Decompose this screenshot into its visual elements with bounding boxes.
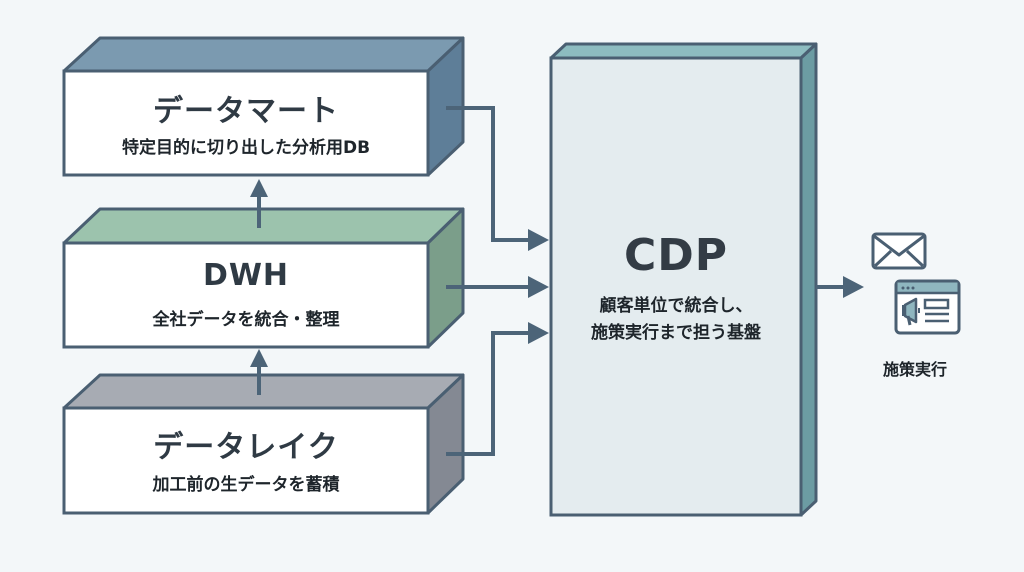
dwh-top-face (62, 207, 465, 245)
cdp-box (549, 42, 818, 517)
arrow-cdp-to-action (816, 276, 864, 298)
data-mart-box (62, 36, 465, 177)
data-mart-subtitle: 特定目的に切り出した分析用DB (121, 138, 371, 158)
dwh-title: DWH (202, 258, 290, 293)
connector-mart-to-cdp (446, 106, 549, 251)
data-mart-front-face (62, 69, 430, 177)
cdp-top-face (549, 42, 818, 60)
cdp-front-face (549, 56, 803, 517)
data-lake-subtitle: 加工前の生データを蓄積 (152, 475, 340, 495)
data-mart-title: データマート (153, 94, 339, 129)
arrow-dwh-to-mart (250, 179, 268, 228)
data-lake-front-face (62, 406, 430, 515)
cdp-side-face (799, 42, 818, 517)
dwh-front-face (62, 241, 430, 349)
cdp-description-line-2: 施策実行まで担う基盤 (591, 323, 761, 343)
action-label: 施策実行 (882, 360, 947, 379)
arrow-lake-to-dwh (250, 349, 268, 395)
data-lake-top-face (62, 373, 465, 410)
cdp-description-line-1: 顧客単位で統合し、 (599, 296, 753, 316)
data-lake-title: データレイク (153, 430, 339, 465)
dwh-subtitle: 全社データを統合・整理 (152, 310, 340, 330)
data-mart-top-face (62, 36, 465, 73)
envelope-icon (871, 232, 927, 270)
dwh-box (62, 207, 465, 349)
browser-megaphone-icon (894, 279, 961, 335)
data-lake-box (62, 373, 465, 515)
connector-lake-to-cdp (446, 322, 549, 456)
cdp-title: CDP (623, 230, 729, 281)
connector-dwh-to-cdp (446, 276, 549, 298)
